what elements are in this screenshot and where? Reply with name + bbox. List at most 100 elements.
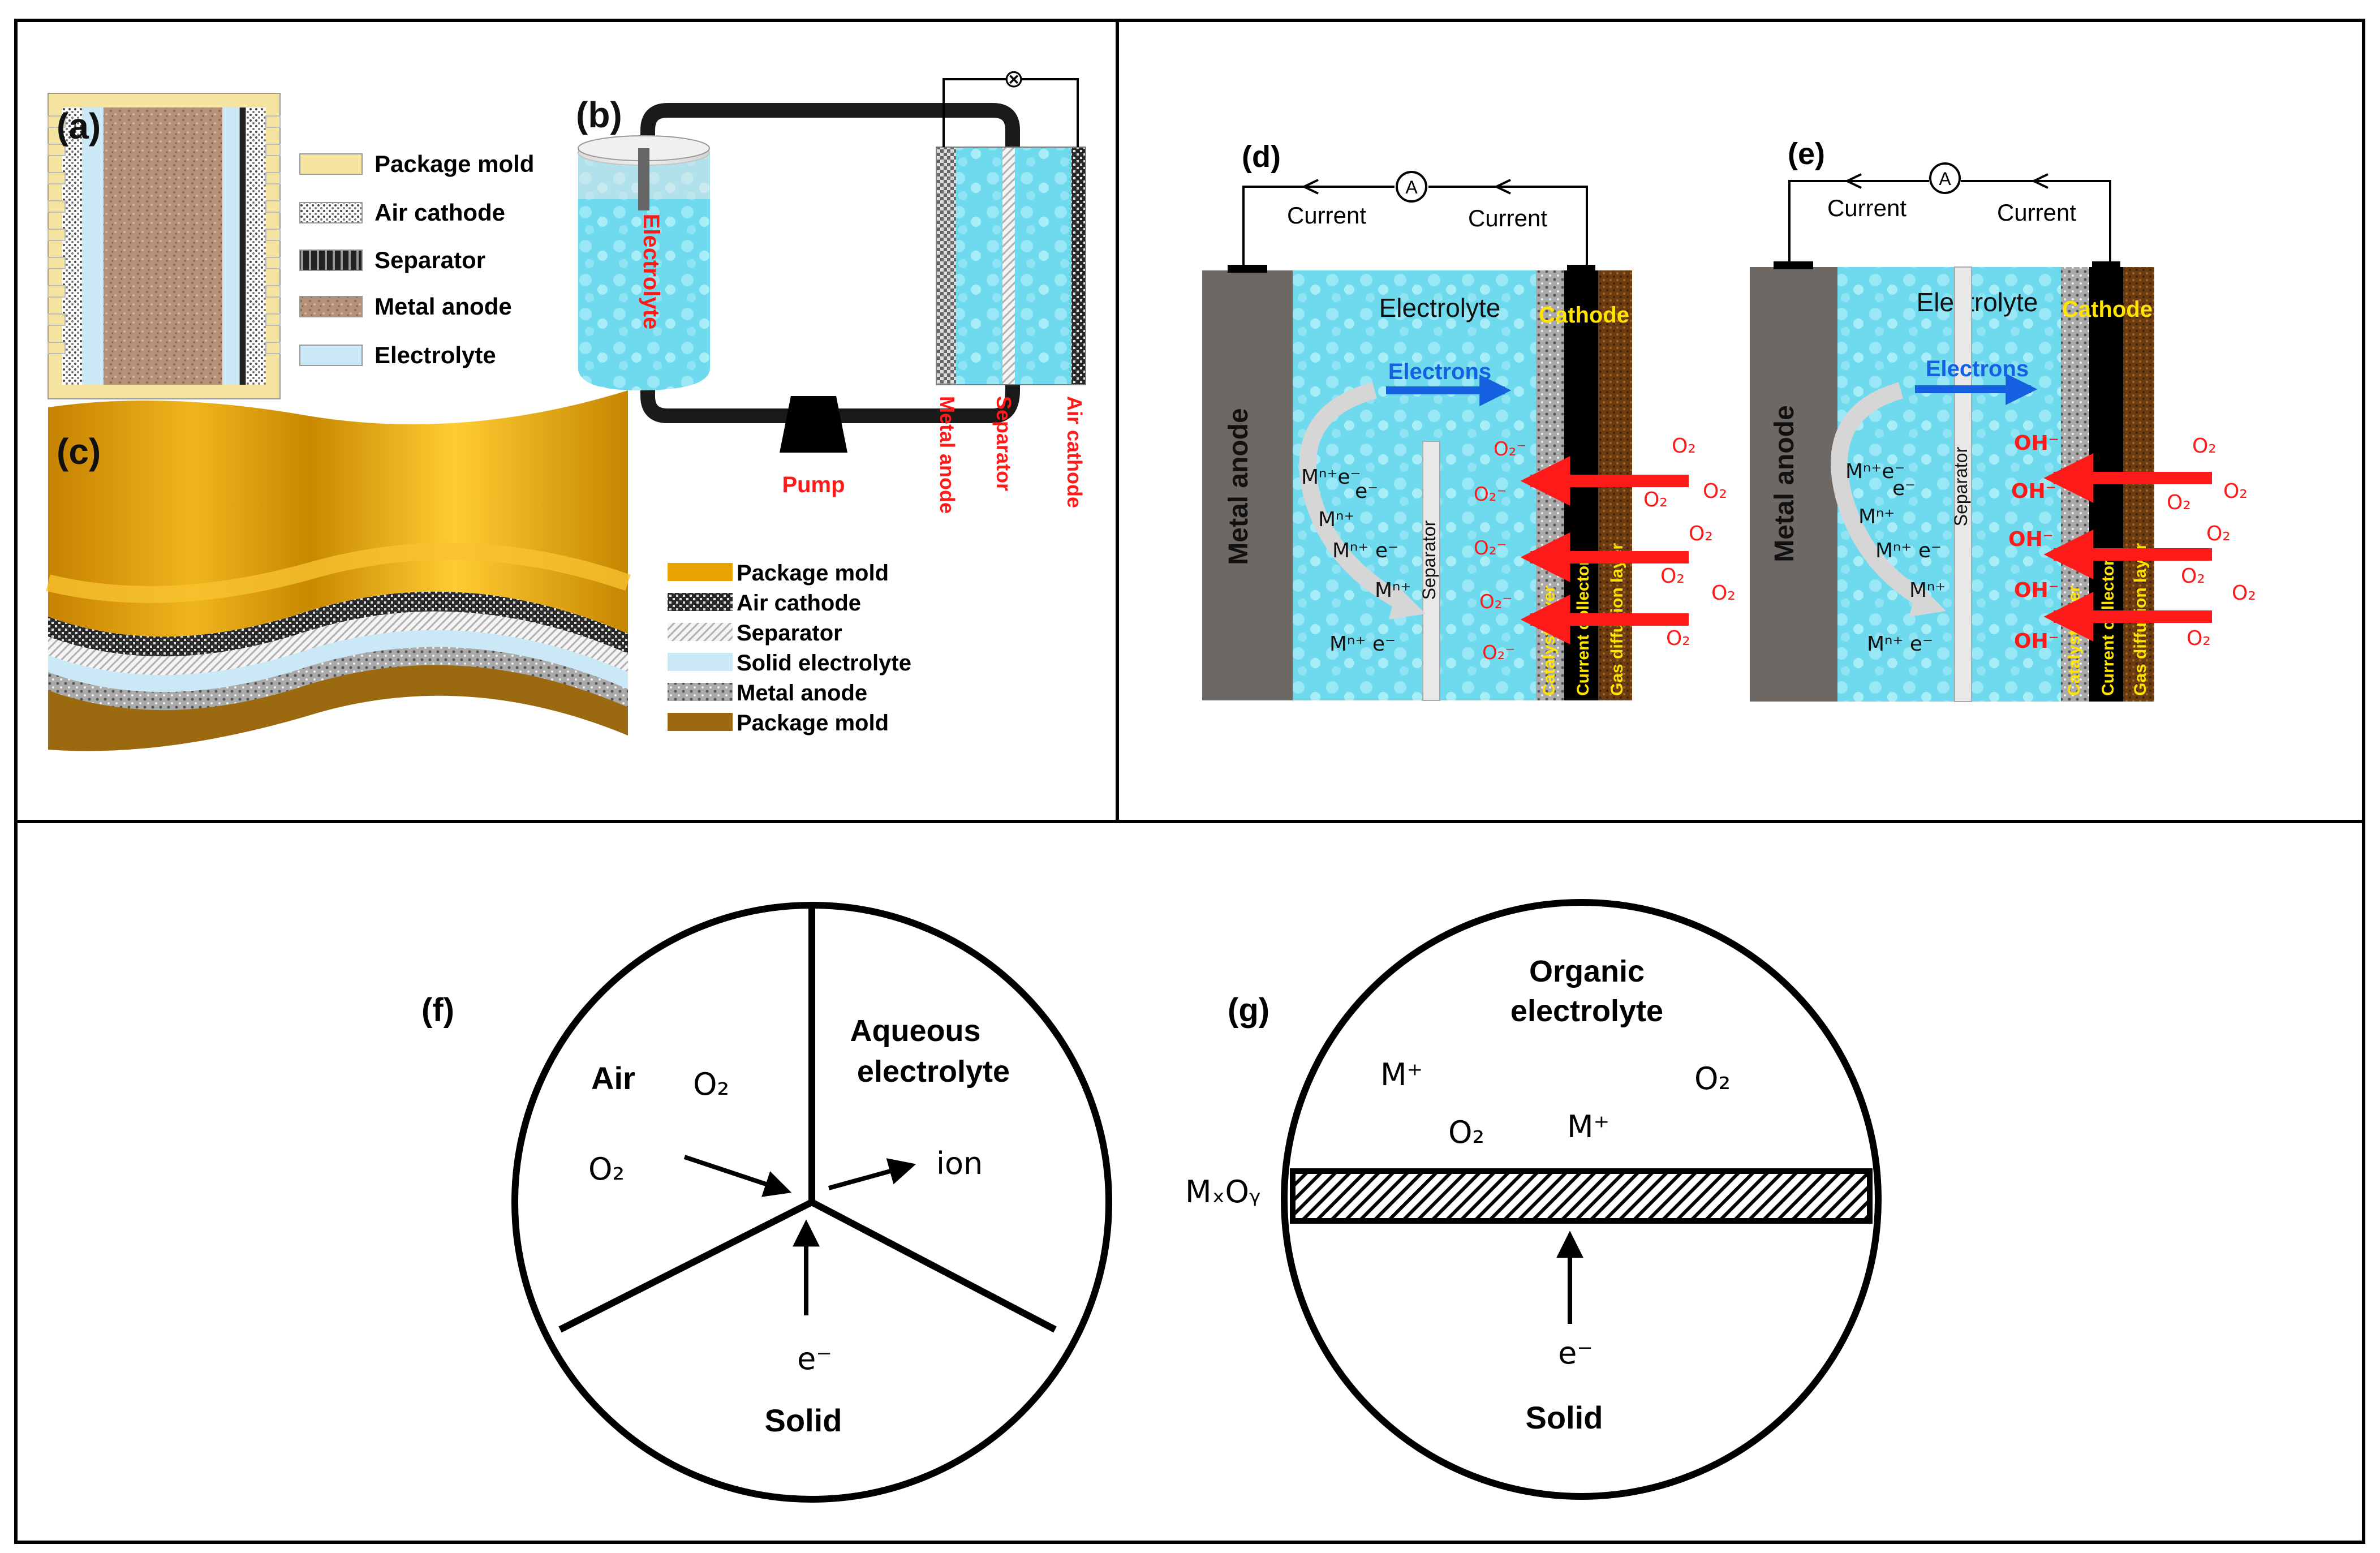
gas-label-e-7: O₂ bbox=[2187, 627, 2211, 650]
o2-label-g-1: O₂ bbox=[1694, 1061, 1731, 1096]
gas-label-3: O₂ bbox=[1703, 480, 1727, 503]
cell-air-cathode bbox=[1071, 147, 1086, 385]
ion-label-e-3: Mⁿ⁺ bbox=[1858, 505, 1895, 528]
current-label-right-e: Current bbox=[1997, 199, 2076, 226]
circuit-meter-icon: ⊗ bbox=[1004, 64, 1025, 93]
cathode-label: Cathode bbox=[1539, 303, 1629, 328]
tank-inlet-pipe bbox=[638, 148, 649, 210]
gas-label-e-5: O₂ bbox=[2181, 565, 2205, 588]
ion-flow-arrow bbox=[1299, 382, 1407, 610]
legend-swatch-metal-anode bbox=[299, 296, 363, 317]
gas-label-e-1: O₂ bbox=[2192, 435, 2217, 458]
electron-label-g: e⁻ bbox=[1558, 1335, 1593, 1371]
gas-label-5: O₂ bbox=[1660, 565, 1685, 588]
ion-label: ion bbox=[936, 1146, 983, 1181]
legend-c-label-solid-electrolyte: Solid electrolyte bbox=[737, 651, 911, 676]
metal-anode-label-e: Metal anode bbox=[1770, 405, 1800, 562]
legend-c-swatch-solid-electrolyte bbox=[668, 653, 733, 671]
panel-d: (d) A Current Current Metal anode Electr… bbox=[1202, 140, 1736, 701]
panel-d-tag: (d) bbox=[1242, 140, 1281, 174]
metal-anode-block bbox=[1202, 270, 1293, 700]
gas-label-e-3: O₂ bbox=[2223, 480, 2248, 503]
legend-label-metal-anode: Metal anode bbox=[375, 293, 512, 320]
panel-c: (c) Package mold Air cathode Separator S… bbox=[46, 390, 911, 751]
electrolyte-label: Electrolyte bbox=[1379, 293, 1501, 322]
gas-label-2: O₂ bbox=[1643, 488, 1668, 511]
legend-c-swatch-air-cathode bbox=[668, 593, 733, 611]
metal-ion-label-2: M⁺ bbox=[1567, 1109, 1609, 1145]
gas-label-e-2: O₂ bbox=[2167, 491, 2191, 514]
cell-separator bbox=[1002, 147, 1015, 385]
electrons-label-e: Electrons bbox=[1926, 356, 2029, 381]
layer-separator bbox=[48, 610, 628, 676]
cell-electrolyte-left bbox=[956, 147, 1002, 385]
legend-c-swatch-package-mold-top bbox=[668, 563, 733, 581]
electrolyte-label-e: Electrolyte bbox=[1917, 287, 2038, 317]
ion-label-6: Mⁿ⁺ e⁻ bbox=[1329, 633, 1396, 656]
panel-a: (a) Package mold Air cathode Separator M… bbox=[48, 93, 534, 399]
legend-label-air-cathode: Air cathode bbox=[375, 199, 505, 226]
phase-boundary-left bbox=[558, 1199, 814, 1333]
ammeter-label: A bbox=[1405, 177, 1418, 197]
layer-air-cathode bbox=[48, 591, 628, 657]
panel-e-tag: (e) bbox=[1788, 137, 1825, 171]
panel-f: (f) Air O₂ O₂ Aqueous electrolyte ion e⁻… bbox=[421, 902, 1112, 1503]
species-label-4: O₂⁻ bbox=[1479, 591, 1512, 613]
circuit-wire-right bbox=[1021, 78, 1079, 147]
hydroxide-label-2: OH⁻ bbox=[2011, 480, 2056, 503]
panel-a-tag: (a) bbox=[57, 106, 101, 147]
panel-g: (g) Organic electrolyte M⁺ O₂ O₂ M⁺ MₓOᵧ… bbox=[1185, 899, 1882, 1500]
metal-anode bbox=[104, 107, 222, 385]
catalyst-label-e: Catalyst layer bbox=[2065, 586, 2084, 696]
cell-electrolyte-right bbox=[1015, 147, 1071, 385]
ammeter-icon bbox=[1396, 171, 1427, 203]
legend-label-package-mold: Package mold bbox=[375, 150, 534, 177]
o2-label-top: O₂ bbox=[693, 1066, 729, 1102]
layer-metal-anode bbox=[48, 645, 628, 711]
legend-c-label-package-mold-bottom: Package mold bbox=[737, 711, 889, 735]
circulation-tube bbox=[640, 103, 1020, 423]
gas-label-4: O₂ bbox=[1689, 522, 1713, 545]
electrolyte-region bbox=[1293, 270, 1536, 700]
ion-label-e-4: Mⁿ⁺ e⁻ bbox=[1875, 539, 1942, 562]
hydroxide-label-5: OH⁻ bbox=[2014, 630, 2059, 653]
phase-boundary-right bbox=[810, 1199, 1057, 1333]
ion-label-e-5: Mⁿ⁺ bbox=[1909, 579, 1946, 602]
pump-label: Pump bbox=[782, 472, 845, 497]
catalyst-label: Catalyst layer bbox=[1540, 586, 1559, 696]
hydroxide-label-4: OH⁻ bbox=[2014, 579, 2059, 602]
cell-label-metal-anode: Metal anode bbox=[936, 396, 959, 514]
panel-f-tag: (f) bbox=[421, 992, 454, 1029]
solid-label-g: Solid bbox=[1526, 1400, 1603, 1435]
panel-c-tag: (c) bbox=[57, 431, 101, 472]
legend-c-swatch-package-mold-bottom bbox=[668, 713, 733, 731]
gas-label-7: O₂ bbox=[1666, 627, 1690, 650]
gas-label-6: O₂ bbox=[1711, 582, 1736, 605]
gas-label-e-4: O₂ bbox=[2206, 522, 2231, 545]
air-cathode-right bbox=[246, 107, 266, 385]
legend-swatch-air-cathode bbox=[299, 202, 363, 223]
current-label-right: Current bbox=[1468, 205, 1547, 231]
ammeter-icon-e bbox=[1929, 162, 1961, 194]
metal-anode-label: Metal anode bbox=[1224, 408, 1254, 565]
electrolyte-right bbox=[222, 107, 239, 385]
hydroxide-label-3: OH⁻ bbox=[2008, 528, 2054, 551]
ion-label-5: Mⁿ⁺ bbox=[1375, 579, 1411, 602]
oxide-label: MₓOᵧ bbox=[1185, 1174, 1260, 1210]
cell-label-separator: Separator bbox=[992, 396, 1015, 491]
species-label-2: O₂⁻ bbox=[1474, 483, 1507, 506]
ion-arrow bbox=[828, 1158, 916, 1190]
panel-b: Electrolyte Pump ⊗ Metal anode Separator… bbox=[576, 64, 1086, 514]
gas-label-1: O₂ bbox=[1672, 435, 1696, 458]
electrolyte-region-e bbox=[1837, 267, 2061, 702]
legend-swatch-package-mold bbox=[299, 153, 363, 175]
collector-label-e: Current collector bbox=[2099, 559, 2118, 696]
legend-swatch-electrolyte bbox=[299, 345, 363, 366]
separator-bar-e bbox=[1954, 266, 1972, 702]
legend-swatch-separator bbox=[299, 249, 363, 271]
ion-label-e-1: Mⁿ⁺e⁻ bbox=[1845, 460, 1905, 483]
o2-arrow bbox=[683, 1155, 792, 1197]
current-label-left: Current bbox=[1287, 202, 1366, 229]
layer-package-mold-bottom bbox=[48, 662, 628, 751]
